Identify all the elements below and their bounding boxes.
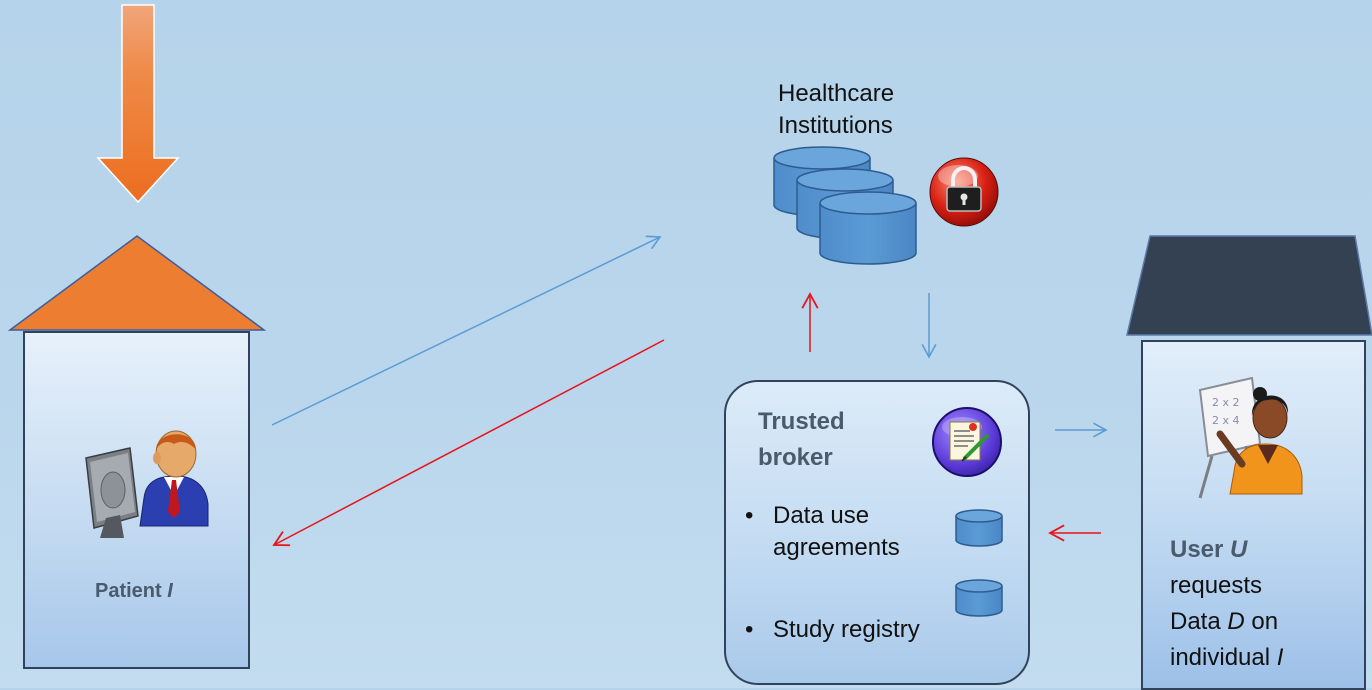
patient-label-text: Patient xyxy=(95,580,162,602)
bullet-study-registry: • Study registry xyxy=(745,614,1005,648)
database-icon xyxy=(955,509,1003,547)
healthcare-to-patient-arrow xyxy=(272,339,665,547)
broker-title-line2: broker xyxy=(758,444,833,471)
patient-roof xyxy=(7,235,267,331)
user-line2: requests xyxy=(1170,572,1263,599)
svg-text:2 x 2: 2 x 2 xyxy=(1212,396,1240,409)
user-line4-var: I xyxy=(1276,644,1284,671)
user-line3-pre: Data xyxy=(1170,608,1221,635)
patient-to-healthcare-arrow xyxy=(271,235,662,426)
certificate-icon xyxy=(932,407,1002,477)
patient-label: Patient I xyxy=(95,580,173,603)
healthcare-institutions-label: Healthcare Institutions xyxy=(778,78,894,142)
user-line3-var: D xyxy=(1227,608,1245,635)
user-line4: individual I xyxy=(1170,640,1360,676)
user-var: U xyxy=(1230,536,1248,563)
svg-text:2 x 4: 2 x 4 xyxy=(1212,414,1240,427)
broker-title: Trusted broker xyxy=(758,404,908,476)
user-line3: Data D on xyxy=(1170,604,1360,640)
down-arrow-icon xyxy=(96,4,180,204)
lock-icon xyxy=(929,157,999,227)
bullet-text: Data use agreements xyxy=(773,502,900,561)
database-icon xyxy=(955,579,1003,617)
user-line3-post: on xyxy=(1251,608,1279,635)
user-line4-pre: individual xyxy=(1170,644,1271,671)
user-label: User xyxy=(1170,536,1224,563)
database-icon xyxy=(773,146,917,265)
bullet-dot: • xyxy=(745,502,754,529)
patient-computer-icon xyxy=(85,430,209,538)
teacher-icon: 2 x 2 2 x 4 xyxy=(1198,376,1303,499)
healthcare-label-line1: Healthcare xyxy=(778,80,895,107)
user-roof xyxy=(1126,235,1372,336)
user-request-text: User U requests Data D on individual I xyxy=(1170,532,1360,676)
user-line1: User U xyxy=(1170,532,1360,568)
bullet-dot: • xyxy=(745,616,754,643)
broker-title-line1: Trusted xyxy=(758,408,845,435)
bullet-text: Study registry xyxy=(773,616,920,643)
healthcare-label-line2: Institutions xyxy=(778,112,893,139)
patient-var: I xyxy=(167,580,173,602)
bullet-data-use-agreements: • Data use agreements xyxy=(745,500,945,570)
